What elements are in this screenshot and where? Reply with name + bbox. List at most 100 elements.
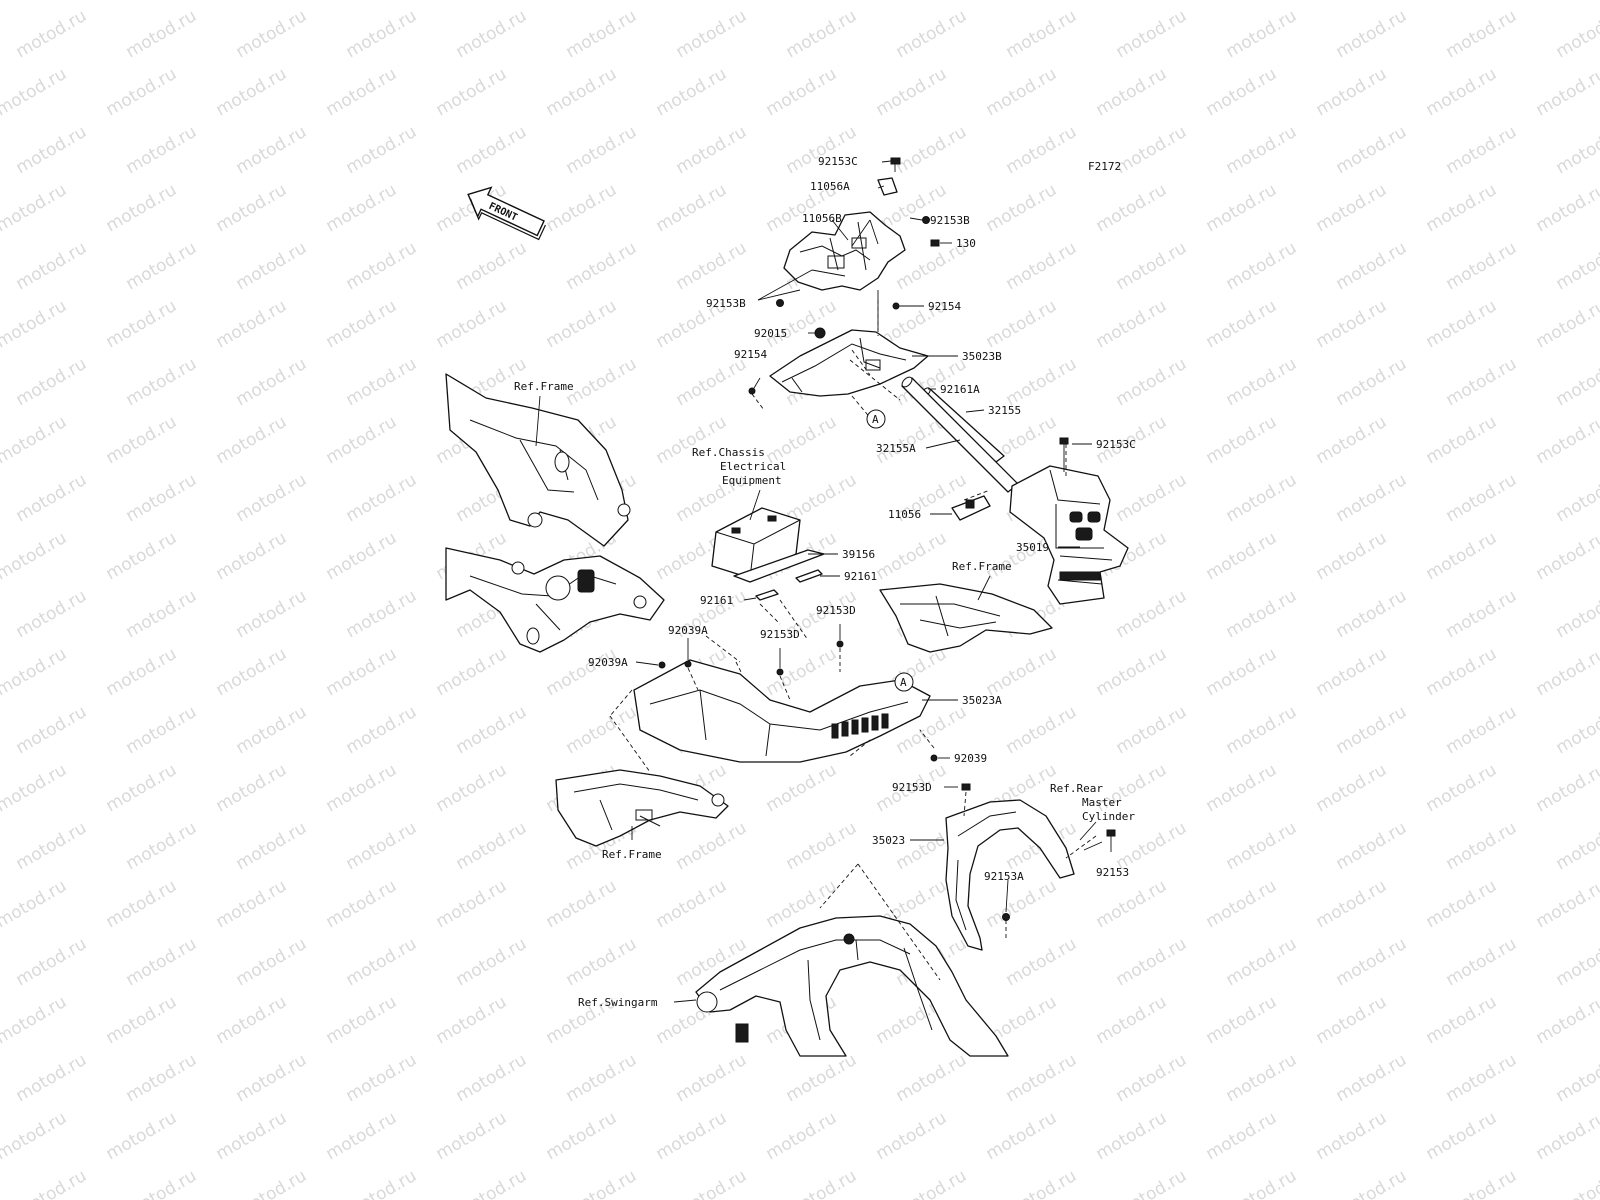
- clip-92161-left: [755, 589, 779, 601]
- diagram-code: F2172: [1088, 160, 1121, 173]
- fastener-92154-left: [748, 387, 756, 395]
- watermark-text: motod.ru: [673, 1050, 751, 1106]
- watermark-text: motod.ru: [343, 1050, 421, 1106]
- watermark-text: motod.ru: [1333, 586, 1411, 642]
- part-label-35023a: 35023A: [962, 694, 1002, 707]
- watermark-text: motod.ru: [1533, 412, 1600, 468]
- watermark-text: motod.ru: [103, 412, 181, 468]
- watermark-text: motod.ru: [323, 992, 401, 1048]
- watermark-text: motod.ru: [983, 644, 1061, 700]
- watermark-text: motod.ru: [1333, 1166, 1411, 1200]
- watermark-text: motod.ru: [1553, 1166, 1600, 1200]
- watermark-text: motod.ru: [1423, 296, 1501, 352]
- watermark-text: motod.ru: [323, 760, 401, 816]
- watermark-text: motod.ru: [123, 934, 201, 990]
- watermark-text: motod.ru: [763, 760, 841, 816]
- bracket-11056a: [877, 177, 898, 196]
- ref-rear-master-line3: Cylinder: [1082, 810, 1135, 823]
- watermark-text: motod.ru: [1003, 6, 1081, 62]
- watermark-text: motod.ru: [1093, 644, 1171, 700]
- watermark-text: motod.ru: [213, 180, 291, 236]
- watermark-text: motod.ru: [13, 122, 91, 178]
- watermark-text: motod.ru: [1443, 122, 1521, 178]
- watermark-text: motod.ru: [343, 818, 421, 874]
- watermark-text: motod.ru: [893, 6, 971, 62]
- watermark-text: motod.ru: [1533, 1108, 1600, 1164]
- watermark-text: motod.ru: [433, 876, 511, 932]
- watermark-text: motod.ru: [0, 0, 70, 4]
- watermark-text: motod.ru: [343, 1166, 421, 1200]
- watermark-text: motod.ru: [783, 818, 861, 874]
- watermark-text: motod.ru: [1113, 586, 1191, 642]
- watermark-text: motod.ru: [783, 122, 861, 178]
- watermark-text: motod.ru: [453, 6, 531, 62]
- part-label-130: 130: [956, 237, 976, 250]
- watermark-text: motod.ru: [1203, 644, 1281, 700]
- watermark-text: motod.ru: [1003, 934, 1081, 990]
- part-label-92153d-upper: 92153D: [816, 604, 856, 617]
- watermark-text: motod.ru: [1423, 64, 1501, 120]
- watermark-text: motod.ru: [123, 818, 201, 874]
- watermark-text: motod.ru: [1533, 644, 1600, 700]
- watermark-text: motod.ru: [1423, 644, 1501, 700]
- watermark-text: motod.ru: [123, 470, 201, 526]
- watermark-text: motod.ru: [673, 122, 751, 178]
- watermark-text: motod.ru: [1113, 238, 1191, 294]
- watermark-text: motod.ru: [323, 876, 401, 932]
- watermark-text: motod.ru: [1313, 876, 1391, 932]
- watermark-text: motod.ru: [323, 1108, 401, 1164]
- ref-chassis-line3: Equipment: [722, 474, 782, 487]
- watermark-text: motod.ru: [1203, 876, 1281, 932]
- watermark-text: motod.ru: [653, 64, 731, 120]
- watermark-text: motod.ru: [0, 760, 70, 816]
- watermark-text: motod.ru: [453, 1166, 531, 1200]
- watermark-text: motod.ru: [543, 1108, 621, 1164]
- fastener-92153d-lower: [961, 783, 971, 791]
- fastener-92153d-upper: [836, 640, 844, 648]
- watermark-text: motod.ru: [0, 1108, 70, 1164]
- watermark-text: motod.ru: [1223, 354, 1301, 410]
- watermark-text: motod.ru: [563, 122, 641, 178]
- watermark-text: motod.ru: [893, 122, 971, 178]
- reference-marker-a-lower: A: [894, 672, 914, 692]
- reference-marker-a-upper: A: [866, 409, 886, 429]
- part-label-92161a: 92161A: [940, 383, 980, 396]
- watermark-text: motod.ru: [1113, 122, 1191, 178]
- watermark-text: motod.ru: [0, 876, 70, 932]
- part-label-11056: 11056: [888, 508, 921, 521]
- watermark-text: motod.ru: [233, 238, 311, 294]
- watermark-text: motod.ru: [433, 760, 511, 816]
- watermark-text: motod.ru: [433, 1108, 511, 1164]
- part-label-35019: 35019: [1016, 541, 1049, 554]
- watermark-text: motod.ru: [103, 64, 181, 120]
- watermark-text: motod.ru: [1093, 180, 1171, 236]
- watermark-text: motod.ru: [323, 296, 401, 352]
- watermark-text: motod.ru: [1113, 6, 1191, 62]
- watermark-text: motod.ru: [233, 818, 311, 874]
- watermark-text: motod.ru: [1313, 528, 1391, 584]
- watermark-text: motod.ru: [13, 354, 91, 410]
- watermark-text: motod.ru: [1423, 1108, 1501, 1164]
- watermark-text: motod.ru: [653, 876, 731, 932]
- watermark-text: motod.ru: [103, 992, 181, 1048]
- watermark-text: motod.ru: [343, 238, 421, 294]
- watermark-text: motod.ru: [983, 180, 1061, 236]
- part-label-92153c-top: 92153C: [818, 155, 858, 168]
- watermark-text: motod.ru: [1333, 238, 1411, 294]
- watermark-text: motod.ru: [13, 1050, 91, 1106]
- watermark-text: motod.ru: [13, 1166, 91, 1200]
- watermark-text: motod.ru: [13, 470, 91, 526]
- ref-rear-master-line2: Master: [1082, 796, 1122, 809]
- watermark-text: motod.ru: [1333, 1050, 1411, 1106]
- part-label-11056b: 11056B: [802, 212, 842, 225]
- watermark-text: motod.ru: [103, 876, 181, 932]
- watermark-text: motod.ru: [1443, 934, 1521, 990]
- watermark-text: motod.ru: [563, 354, 641, 410]
- watermark-text: motod.ru: [1443, 6, 1521, 62]
- watermark-text: motod.ru: [763, 0, 841, 4]
- watermark-text: motod.ru: [1533, 760, 1600, 816]
- watermark-text: motod.ru: [453, 702, 531, 758]
- watermark-text: motod.ru: [103, 644, 181, 700]
